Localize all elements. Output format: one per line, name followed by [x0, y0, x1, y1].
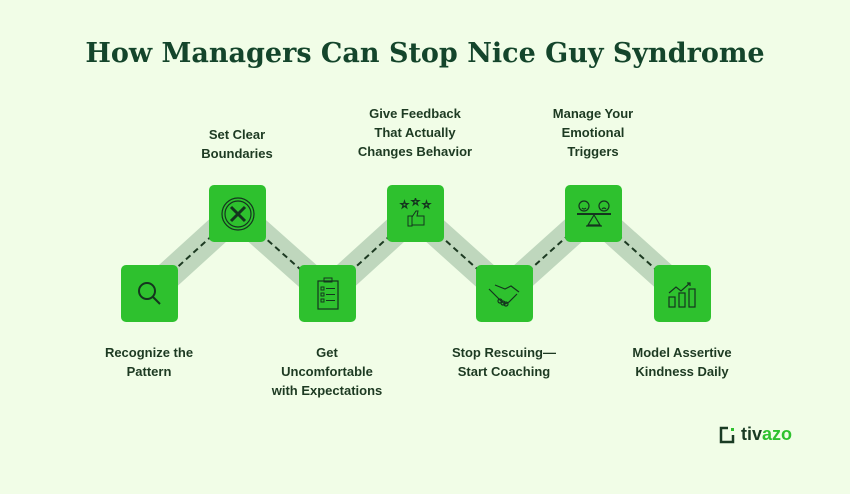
step-6-box: [565, 185, 622, 242]
label-line: Boundaries: [201, 146, 273, 161]
balance-emotions-icon: [576, 199, 611, 227]
step-5-box: [476, 265, 533, 322]
handshake-icon: [488, 283, 519, 307]
label-line: Triggers: [567, 144, 619, 159]
search-icon: [137, 281, 161, 305]
step-1-box: [121, 265, 178, 322]
growth-chart-icon: [667, 281, 696, 308]
clipboard-icon: [316, 277, 339, 310]
page-title: How Managers Can Stop Nice Guy Syndrome: [85, 38, 765, 69]
svg-text:☆: ☆: [400, 200, 409, 211]
label-line: Set Clear: [208, 127, 266, 142]
brand-name-a: tiv: [741, 424, 763, 444]
label-line: That Actually: [374, 125, 456, 140]
label-line: Manage Your: [552, 106, 634, 121]
step-5-label: Stop Rescuing— Start Coaching: [424, 343, 584, 381]
step-4-box: ☆☆☆: [387, 185, 444, 242]
x-circle-icon: [220, 196, 255, 231]
label-line: Pattern: [126, 364, 172, 379]
step-3-box: [299, 265, 356, 322]
step-2-box: [209, 185, 266, 242]
label-line: Give Feedback: [369, 106, 461, 121]
brand-name-b: azo: [762, 424, 793, 444]
label-line: Recognize the: [104, 345, 194, 360]
label-line: Kindness Daily: [635, 364, 729, 379]
logo-icon: [719, 426, 735, 443]
svg-text:☆: ☆: [422, 200, 431, 211]
label-line: Start Coaching: [457, 364, 551, 379]
brand-logo: tivazo: [718, 424, 792, 445]
label-line: Stop Rescuing—: [451, 345, 556, 360]
label-line: Emotional: [561, 125, 625, 140]
brand-name: tivazo: [741, 424, 792, 445]
step-7-box: [654, 265, 711, 322]
label-line: Uncomfortable: [281, 364, 373, 379]
label-line: Get: [316, 345, 338, 360]
thumbs-up-stars-icon: ☆☆☆: [399, 198, 431, 226]
svg-text:☆: ☆: [411, 198, 420, 208]
label-line: with Expectations: [271, 383, 383, 398]
label-line: Model Assertive: [632, 345, 732, 360]
label-line: Changes Behavior: [357, 144, 473, 159]
